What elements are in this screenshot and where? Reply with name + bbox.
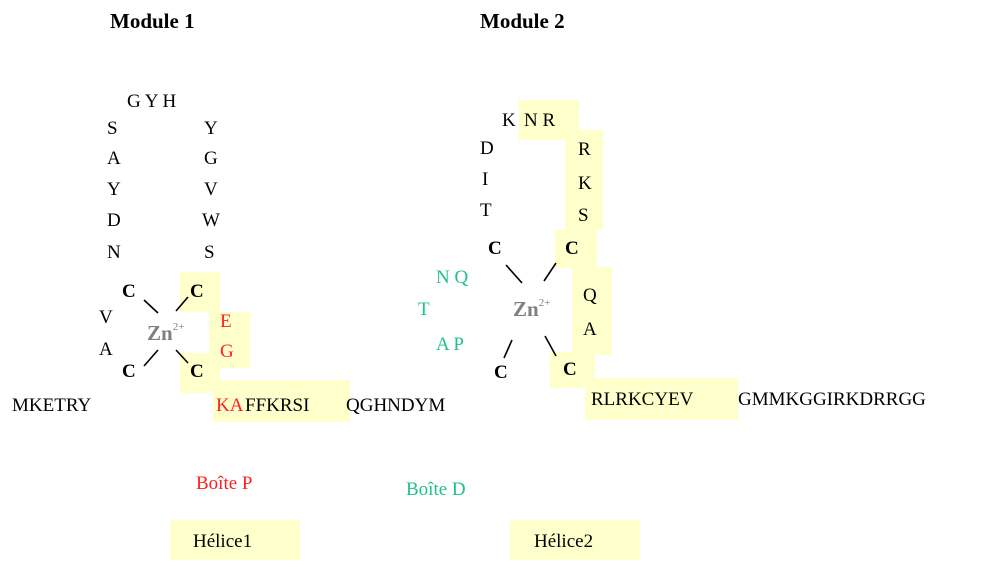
sequence-ka: KA	[216, 395, 244, 416]
module2-loop-top-k: K	[502, 110, 516, 131]
sequence-linker: QGHNDYM	[346, 395, 446, 416]
module2-cys-3: C	[494, 362, 508, 383]
module1-cys-2: C	[190, 281, 204, 302]
sequence-n-term: MKETRY	[12, 395, 92, 416]
module1-zinc-ion: Zn2+	[147, 321, 185, 345]
module2-dbox-t: T	[418, 299, 430, 320]
module2-cys-4: C	[563, 359, 577, 380]
sequence-c-term: GMMKGGIRKDRRGG	[738, 389, 926, 410]
sequence-helix1: FFKRSI	[245, 395, 310, 416]
module2-q: Q	[583, 285, 597, 306]
module1-v: V	[99, 307, 113, 328]
module2-loop-top-nr: N R	[524, 110, 556, 131]
sequence-helix2: RLRKCYEV	[591, 389, 694, 410]
module1-pbox-g: G	[220, 341, 234, 362]
module1-cys-3: C	[122, 361, 136, 382]
module1-cys-1: C	[122, 281, 136, 302]
module1-pbox-e: E	[220, 311, 232, 332]
module2-title: Module 2	[480, 9, 565, 33]
module2-cys-1: C	[488, 238, 502, 259]
module2-a: A	[583, 319, 597, 340]
helix2-label: Hélice2	[534, 531, 594, 552]
module1-cys-4: C	[190, 361, 204, 382]
module2-cys-2: C	[565, 238, 579, 259]
dbox-label: Boîte D	[406, 479, 466, 500]
module1-loop-top: G Y H	[127, 91, 177, 112]
helix1-label: Hélice1	[193, 531, 253, 552]
helix2-legend-box	[510, 520, 640, 560]
module2-dbox-ap: A P	[436, 334, 464, 355]
module2-zinc-ion: Zn2+	[513, 297, 551, 321]
helix1-legend-box	[170, 520, 300, 560]
module1-a: A	[99, 339, 113, 360]
pbox-label: Boîte P	[196, 473, 253, 494]
module2-dbox-nq: N Q	[436, 267, 469, 288]
module1-title: Module 1	[110, 9, 195, 33]
